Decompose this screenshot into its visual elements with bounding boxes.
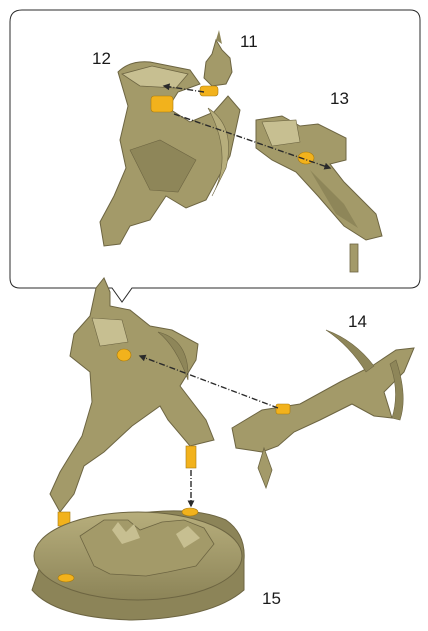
step-label-13: 13 (330, 90, 349, 107)
step-label-15: 15 (262, 590, 281, 607)
step-label-12: 12 (92, 50, 111, 67)
crossbow-part-14 (232, 330, 414, 488)
step-label-11: 11 (240, 33, 258, 50)
assembled-figure (50, 278, 214, 526)
base-part-15 (32, 508, 244, 620)
step-label-14: 14 (348, 313, 367, 330)
